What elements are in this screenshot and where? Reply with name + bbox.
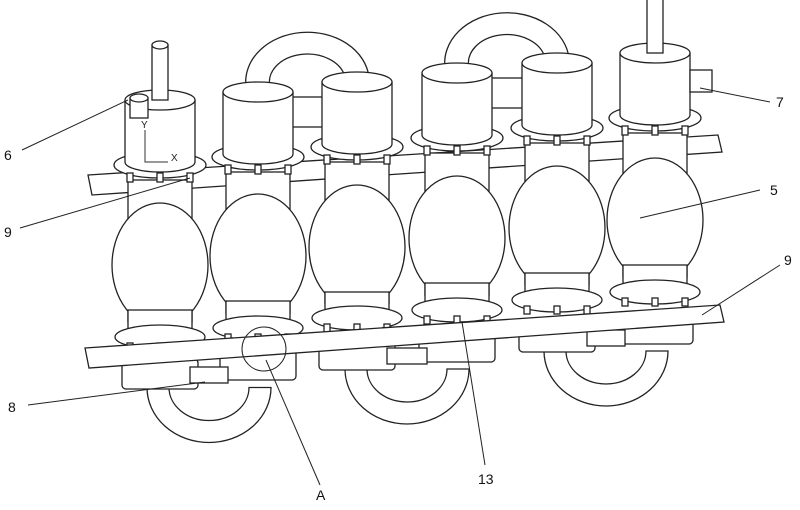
bolt [523,305,531,315]
bulb-body [111,202,209,328]
cylinder-top [421,62,493,84]
bolt [156,172,164,183]
bolt [353,154,361,165]
side-pipe [586,329,626,347]
label-7: 7 [776,94,784,110]
side-pipe [386,347,428,365]
bolt [224,164,232,175]
label-9-bottom: 9 [784,252,792,268]
bolt [423,145,431,156]
outlet-pipe [151,44,169,101]
cylinder-top [222,81,294,103]
leader-6 [21,99,129,151]
bolt [126,172,134,183]
bolt [583,305,591,315]
bolt [553,305,561,315]
bolt [423,315,431,325]
cylinder-housing [421,73,493,146]
bolt [453,145,461,156]
coordinate-axes [144,130,168,163]
top-arch-pipe [444,12,570,69]
bolt [523,135,531,146]
cylinder-housing [222,92,294,165]
cylinder-top [521,52,593,74]
cylinder-housing [619,53,691,126]
bolt [651,297,659,307]
u-bend-pipe [146,386,272,444]
label-13: 13 [478,471,494,487]
label-8: 8 [8,399,16,415]
bolt [621,125,629,136]
bulb-body [209,193,307,319]
reference-labels: 6 7 5 9 9 8 A 13 Y X [4,87,792,503]
outlet-pipe-top [151,40,169,50]
bulb-body [606,157,704,283]
axis-y-label: Y [141,120,148,131]
bulb-body [308,184,406,310]
leader-9-top [19,177,191,229]
leader-a [265,359,321,486]
u-bend-pipe [344,368,470,425]
bolt [681,125,689,136]
bolt [323,323,331,333]
bulb-body [408,175,506,301]
bolt [284,164,292,175]
leader-7 [699,87,771,103]
leader-5 [639,189,761,219]
bolt [621,297,629,307]
u-bend-pipe [543,350,669,407]
label-a: A [316,487,326,503]
bolt [651,125,659,136]
leader-9-bottom [701,264,781,316]
leader-8 [27,381,206,406]
bolt [383,154,391,165]
bolt [186,172,194,183]
label-6: 6 [4,147,12,163]
side-outlet-7 [689,69,713,93]
cylinder-housing [521,63,593,136]
bolt [254,164,262,175]
detail-circle-a [241,326,287,372]
leader-13 [461,321,486,466]
outlet-pipe [646,0,664,54]
side-pipe [189,366,229,384]
bolt [553,135,561,146]
bolt [483,145,491,156]
label-9-top: 9 [4,224,12,240]
cylinder-top [321,71,393,93]
bolt [681,297,689,307]
cylinder-housing [321,82,393,155]
bolt [323,154,331,165]
label-5: 5 [770,182,778,198]
bottom-mounting-plate [84,304,725,369]
bulb-body [508,165,606,291]
inlet-pipe-6-top [129,93,149,103]
axis-x-label: X [171,153,178,164]
bolt [583,135,591,146]
